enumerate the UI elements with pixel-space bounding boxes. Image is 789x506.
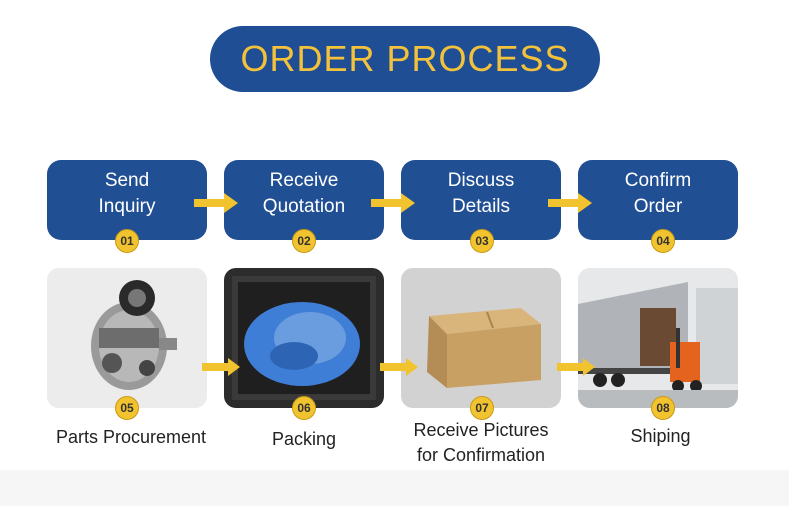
- step-label: Send Inquiry: [98, 170, 156, 217]
- caption-packing: Packing: [271, 429, 337, 449]
- caption-shipping: Shiping: [630, 426, 691, 446]
- step-label: Receive Quotation: [262, 170, 346, 217]
- footer-strip: [0, 470, 789, 506]
- engine-part-image: [47, 268, 207, 408]
- step-number-badge: 08: [651, 396, 675, 420]
- title-banner: ORDER PROCESS: [210, 26, 600, 92]
- step-number-badge: 04: [651, 229, 675, 253]
- step-label: Confirm Order: [624, 170, 692, 217]
- page-title: ORDER PROCESS: [240, 38, 570, 79]
- arrow-right-icon: [548, 193, 592, 213]
- step-send-inquiry: Send Inquiry: [47, 160, 207, 240]
- step-discuss-details: Discuss Details: [401, 160, 561, 240]
- arrow-right-icon: [194, 193, 238, 213]
- step-number-badge: 03: [470, 229, 494, 253]
- step-confirm-order: Confirm Order: [578, 160, 738, 240]
- arrow-right-icon: [371, 193, 415, 213]
- step-label: Discuss Details: [447, 170, 515, 217]
- arrow-right-icon: [380, 358, 418, 376]
- packed-crate-image: [224, 268, 384, 408]
- step-number-badge: 01: [115, 229, 139, 253]
- step-number-badge: 07: [470, 396, 494, 420]
- step-receive-quotation: Receive Quotation: [224, 160, 384, 240]
- arrow-right-icon: [557, 358, 595, 376]
- container-truck-forklift-image: [578, 268, 738, 408]
- arrow-right-icon: [202, 358, 240, 376]
- step-number-badge: 06: [292, 396, 316, 420]
- caption-parts-procurement: Parts Procurement: [55, 427, 207, 447]
- cardboard-box-image: [401, 268, 561, 408]
- step-number-badge: 02: [292, 229, 316, 253]
- step-number-badge: 05: [115, 396, 139, 420]
- caption-receive-pictures: Receive Pictures for Confirmation: [413, 420, 549, 465]
